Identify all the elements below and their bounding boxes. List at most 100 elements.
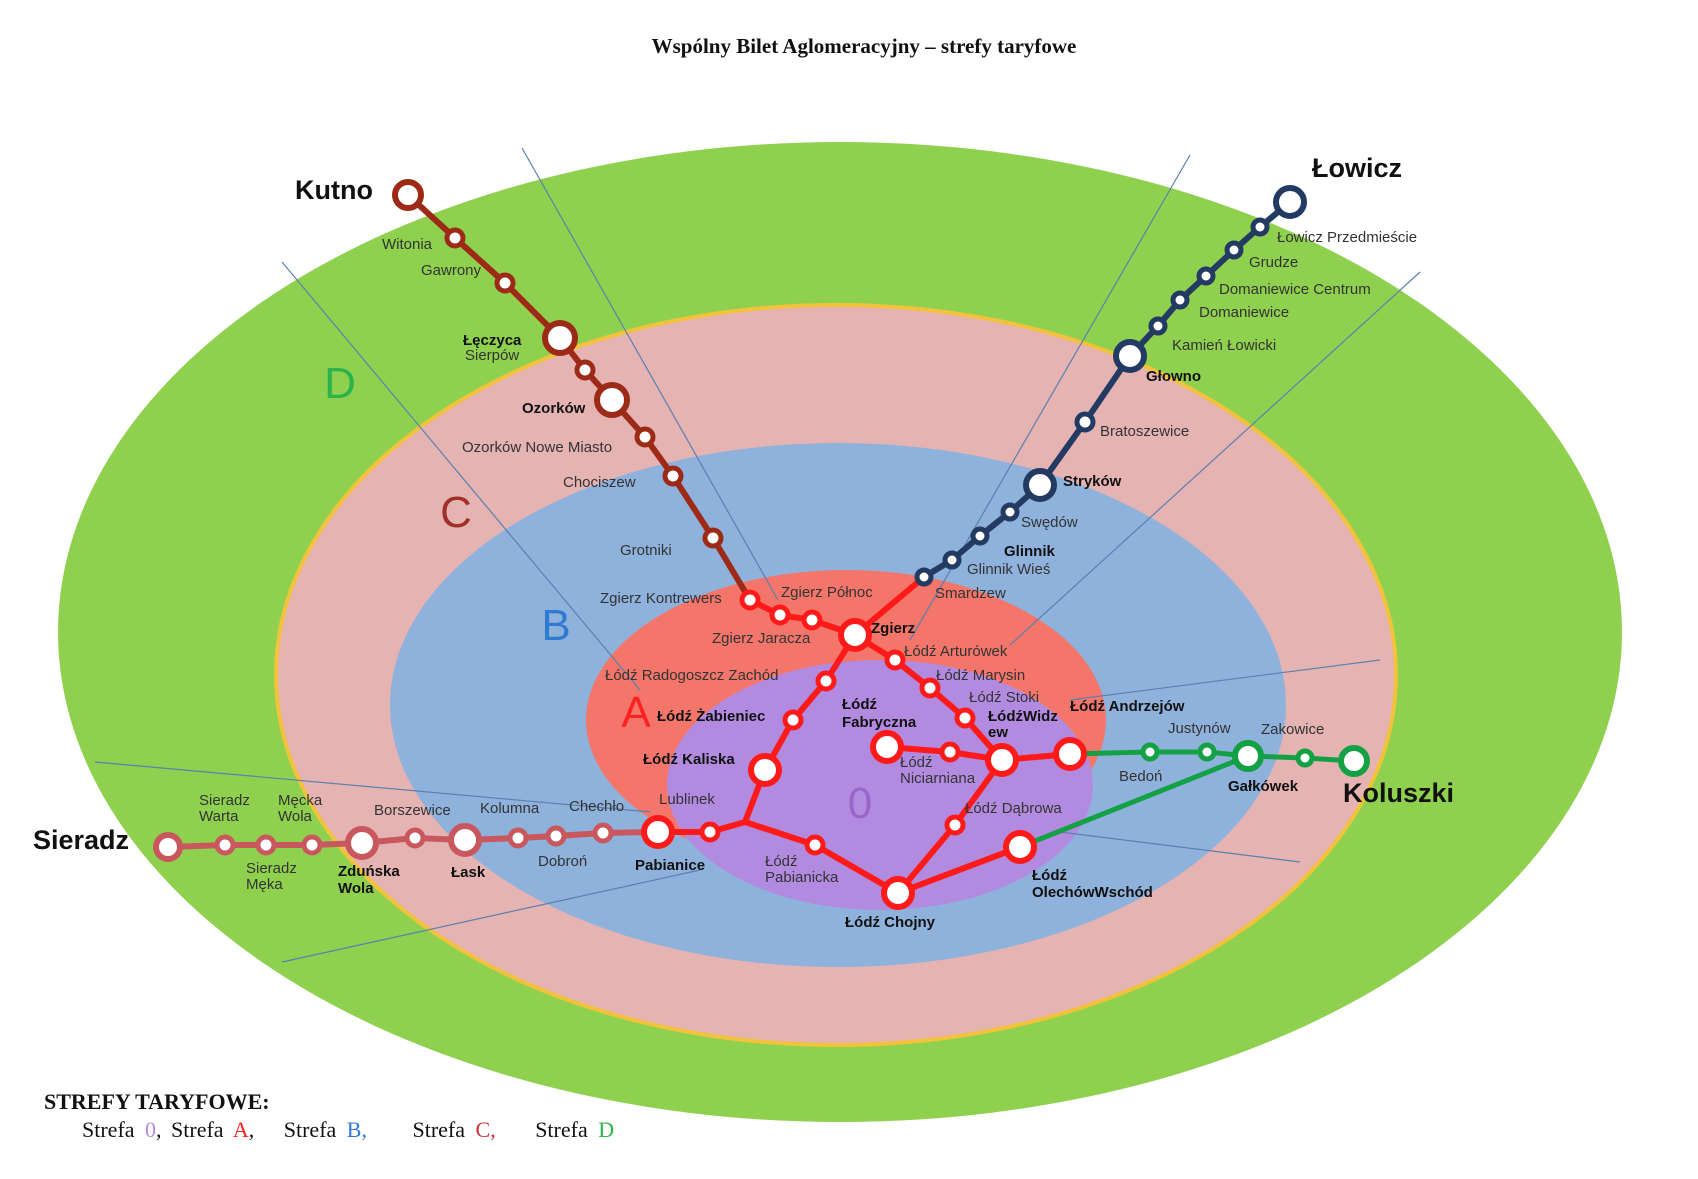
- label-lodz-arturowek: Łódź Arturówek: [904, 643, 1008, 660]
- station-bratoszewice[interactable]: [1074, 411, 1096, 433]
- legend-zone-a: A: [233, 1117, 249, 1142]
- station-smardzew[interactable]: [914, 567, 934, 587]
- label-lask: Łask: [451, 864, 486, 881]
- station-lodz-zabieniec[interactable]: [782, 709, 804, 731]
- label-gawrony: Gawrony: [421, 262, 482, 279]
- label-witonia: Witonia: [382, 236, 433, 253]
- label-sieradz-meka-2: Męka: [246, 876, 283, 893]
- label-sierpow: Sierpów: [465, 347, 519, 364]
- station-borszewice[interactable]: [404, 827, 426, 849]
- label-swedow: Swędów: [1021, 514, 1078, 531]
- station-lodz-andrzejow[interactable]: [1053, 737, 1087, 771]
- station-mecka-wola[interactable]: [301, 834, 323, 856]
- station-galkowek[interactable]: [1232, 740, 1264, 772]
- station-zgierz-kontrewers[interactable]: [739, 589, 761, 611]
- station-witonia[interactable]: [444, 227, 466, 249]
- sector-divider-line: [521, 147, 779, 601]
- station-zgierz-polnoc[interactable]: [769, 604, 791, 626]
- label-zgierz: Zgierz: [871, 620, 915, 637]
- sector-divider-line: [1069, 659, 1381, 701]
- label-smardzew: Smardzew: [935, 585, 1006, 602]
- label-lodz-marysin: Łódź Marysin: [936, 667, 1025, 684]
- station-sieradz[interactable]: [153, 832, 183, 862]
- station-zdunska-wola[interactable]: [345, 826, 379, 860]
- station-lodz-fabryczna[interactable]: [870, 730, 904, 764]
- label-lodz-widzew-1: ŁódźWidz: [988, 708, 1058, 725]
- station-gawrony[interactable]: [494, 272, 516, 294]
- station-domaniewice-centrum[interactable]: [1196, 266, 1216, 286]
- station-leczyca[interactable]: [542, 320, 578, 356]
- legend-line: Strefa 0, Strefa A, Strefa B, Strefa C, …: [82, 1117, 614, 1142]
- sector-divider-line: [281, 869, 701, 963]
- station-ozorkow[interactable]: [594, 382, 630, 418]
- station-koluszki[interactable]: [1338, 745, 1370, 777]
- label-domaniewice: Domaniewice: [1199, 304, 1289, 321]
- station-justynow[interactable]: [1197, 742, 1217, 762]
- station-glowno[interactable]: [1113, 339, 1147, 373]
- label-ozorkow: Ozorków: [522, 400, 586, 417]
- station-glinnik[interactable]: [970, 526, 990, 546]
- station-glinnik-wies[interactable]: [942, 550, 962, 570]
- station-lodz-marysin[interactable]: [919, 677, 941, 699]
- label-glowno: Głowno: [1146, 368, 1201, 385]
- station-sieradz-warta[interactable]: [214, 834, 236, 856]
- station-kolumna[interactable]: [507, 827, 529, 849]
- station-chechlo[interactable]: [592, 822, 614, 844]
- station-lodz-stoki[interactable]: [954, 707, 976, 729]
- station-dobron[interactable]: [545, 825, 567, 847]
- label-pabianice: Pabianice: [635, 857, 705, 874]
- label-lodz-zabieniec: Łódź Żabieniec: [657, 708, 765, 725]
- station-kutno[interactable]: [392, 179, 424, 211]
- legend-sep-0: ,: [156, 1117, 162, 1142]
- station-lodz-widzew[interactable]: [985, 743, 1019, 777]
- zone-0-area: [667, 660, 1093, 910]
- station-pabianice[interactable]: [641, 815, 675, 849]
- legend-zone-c: C: [476, 1117, 491, 1142]
- label-lodz-radogoszcz-zachod: Łódź Radogoszcz Zachód: [605, 667, 778, 684]
- zone-0-label: 0: [848, 779, 872, 828]
- station-sierpow[interactable]: [574, 359, 596, 381]
- zone-b-label: B: [541, 601, 570, 650]
- label-strykow: Stryków: [1063, 473, 1122, 490]
- station-lodz-kaliska[interactable]: [748, 753, 782, 787]
- label-mecka-wola-2: Wola: [278, 808, 313, 825]
- station-lowicz[interactable]: [1273, 185, 1307, 219]
- station-grudze[interactable]: [1224, 240, 1244, 260]
- legend-zone-0: 0: [145, 1117, 156, 1142]
- station-strykow[interactable]: [1023, 468, 1057, 502]
- station-lodz-radogoszcz-zachod[interactable]: [815, 670, 837, 692]
- label-lodz-pabianicka-1: Łódź: [765, 853, 798, 870]
- station-lowicz-przedmiescie[interactable]: [1250, 217, 1270, 237]
- station-lodz-dabrowa[interactable]: [944, 814, 966, 836]
- label-borszewice: Borszewice: [374, 802, 451, 819]
- station-zgierz-jaracza[interactable]: [801, 609, 823, 631]
- station-chociszew[interactable]: [662, 465, 684, 487]
- label-lodz-widzew-2: ew: [988, 724, 1008, 741]
- station-swedow[interactable]: [1000, 502, 1020, 522]
- label-zgierz-jaracza: Zgierz Jaracza: [712, 630, 811, 647]
- station-domaniewice[interactable]: [1170, 290, 1190, 310]
- station-zgierz[interactable]: [838, 618, 872, 652]
- station-lodz-pabianicka[interactable]: [804, 834, 826, 856]
- legend-strefa-d-word: Strefa: [535, 1117, 588, 1142]
- label-bratoszewice: Bratoszewice: [1100, 423, 1189, 440]
- fare-zones: [58, 142, 1622, 1122]
- station-zakowice[interactable]: [1295, 748, 1315, 768]
- label-lodz-fabryczna-1: Łódź: [842, 696, 877, 713]
- line-koluszki-branch: [1017, 753, 1251, 850]
- station-lodz-chojny[interactable]: [881, 876, 915, 910]
- station-kamien-lowicki[interactable]: [1148, 316, 1168, 336]
- label-lodz-fabryczna-2: Fabryczna: [842, 714, 917, 731]
- station-lask[interactable]: [448, 823, 482, 857]
- station-lodz-olechow-wschod[interactable]: [1003, 830, 1037, 864]
- legend-strefa-a-word: Strefa: [171, 1117, 224, 1142]
- station-lodz-arturowek[interactable]: [884, 649, 906, 671]
- station-ozorkow-nowe-miasto[interactable]: [634, 426, 656, 448]
- station-sieradz-meka[interactable]: [255, 834, 277, 856]
- station-bedon[interactable]: [1140, 742, 1160, 762]
- label-galkowek: Gałkówek: [1228, 778, 1299, 795]
- station-grotniki[interactable]: [702, 527, 724, 549]
- station-lodz-niciarniana[interactable]: [939, 741, 961, 763]
- label-chechlo: Chechło: [569, 798, 624, 815]
- station-lublinek[interactable]: [699, 821, 721, 843]
